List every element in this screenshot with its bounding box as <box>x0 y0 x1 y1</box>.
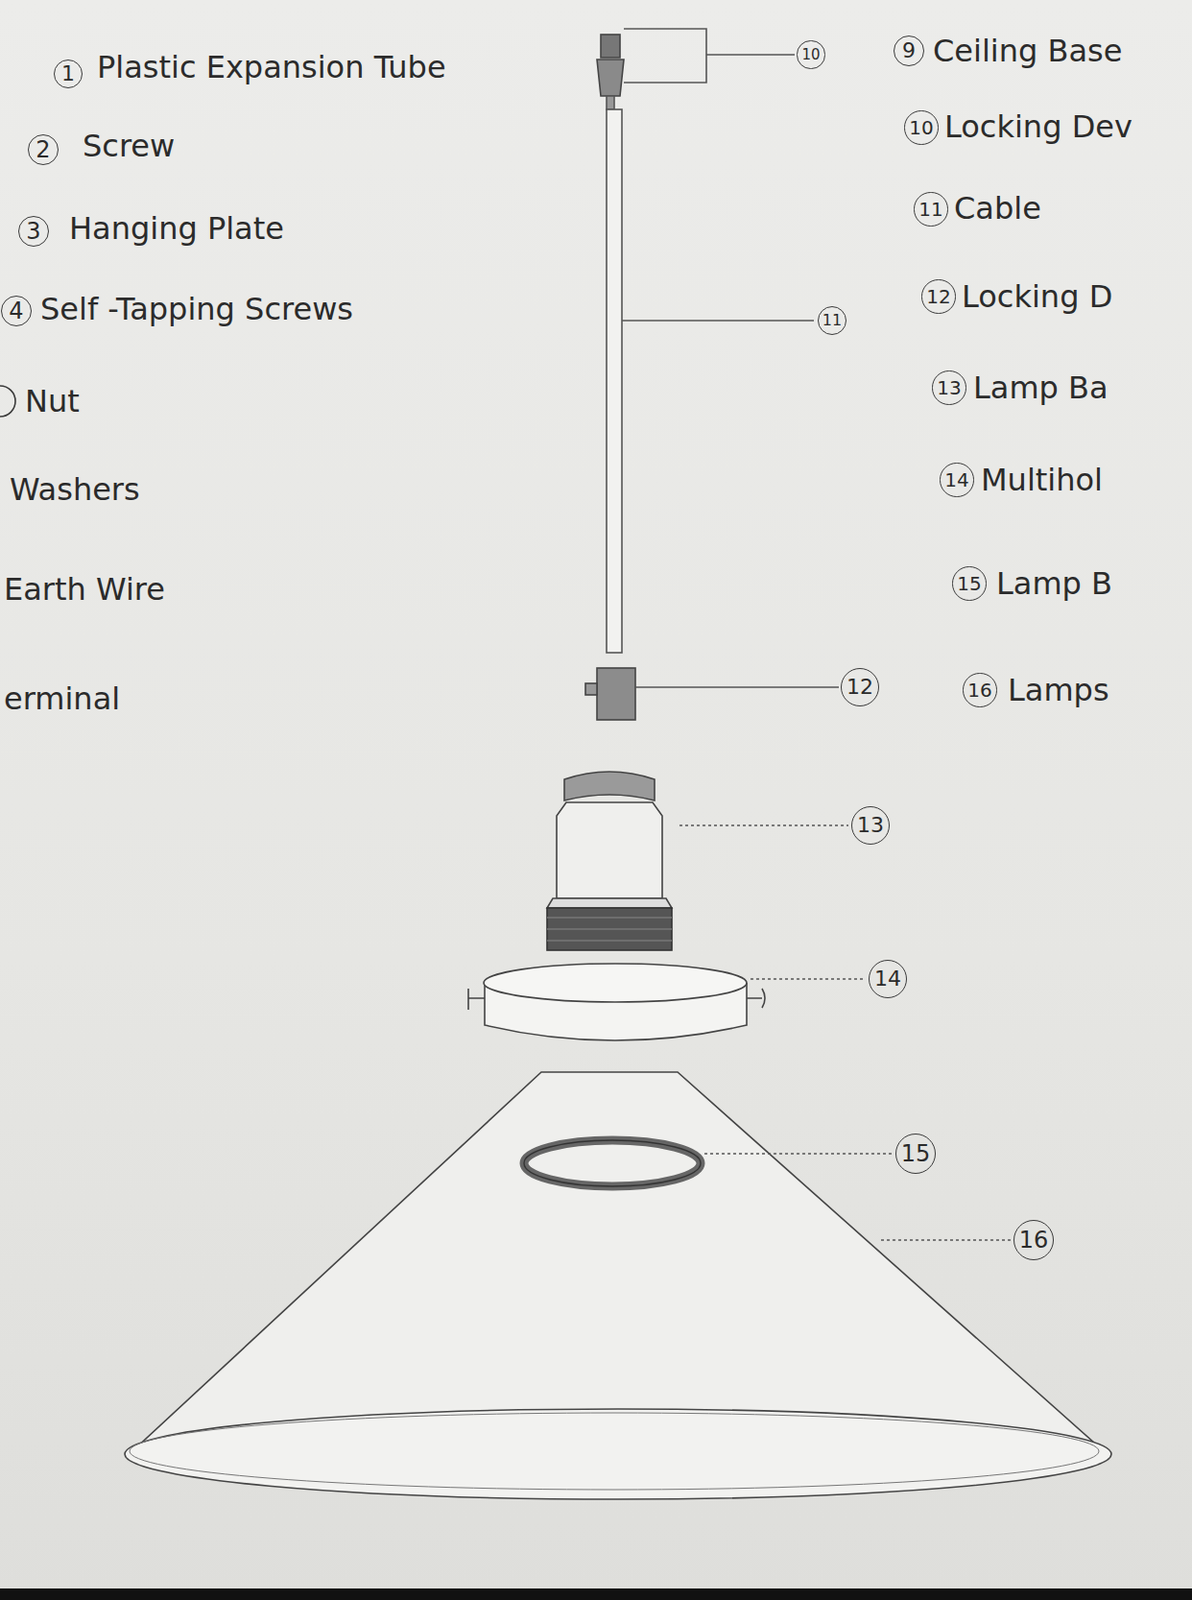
part-name: Nut <box>24 385 80 417</box>
callout-number: 14 <box>874 968 902 990</box>
callout-circle: 11 <box>817 306 847 335</box>
part-name: Plastic Expansion Tube <box>96 51 447 83</box>
callout-circle: 12 <box>921 279 955 313</box>
part-name: erminal <box>3 683 120 715</box>
part-name: Lamp B <box>996 568 1113 599</box>
callout-number: 2 <box>35 138 50 162</box>
callout-number: 14 <box>944 470 969 490</box>
callout-number: 16 <box>967 680 992 700</box>
callout-number: 12 <box>926 286 951 307</box>
callout-circle: 10 <box>796 40 825 69</box>
callout-number: 13 <box>936 378 961 398</box>
callout-number: 3 <box>25 219 41 243</box>
part-name: Locking D <box>961 281 1113 312</box>
callout-circle: 4 <box>0 295 32 327</box>
callout-number: 16 <box>1019 1228 1049 1252</box>
part-name: Locking Dev <box>944 111 1133 143</box>
callout-circle: 13 <box>851 806 890 845</box>
part-name: Washers <box>9 474 141 505</box>
callout-circle: 13 <box>931 370 966 405</box>
callout-circle: 15 <box>952 566 986 600</box>
callout-number: 15 <box>956 573 981 594</box>
callout-circle: 14 <box>868 959 907 999</box>
callout-number: 4 <box>8 299 24 323</box>
part-name: Self -Tapping Screws <box>40 293 354 325</box>
callout-circle: 3 <box>18 215 49 247</box>
part-name: Lamps <box>1007 674 1110 706</box>
part-name: Screw <box>82 130 175 162</box>
callout-number: 12 <box>846 676 874 698</box>
callout-circle: 11 <box>913 191 948 226</box>
part-name: Multihol <box>980 464 1103 496</box>
callout-number: 13 <box>857 814 884 836</box>
part-name: Cable <box>953 192 1042 224</box>
callout-number: 10 <box>908 118 933 138</box>
part-name: Lamp Ba <box>973 372 1109 404</box>
callout-number: 11 <box>822 312 842 329</box>
part-name: Hanging Plate <box>69 213 285 244</box>
part-name: Ceiling Base <box>932 35 1122 67</box>
callout-number: 15 <box>901 1142 931 1166</box>
callout-circle: 2 <box>27 134 59 166</box>
callout-number: 10 <box>801 47 820 63</box>
callout-circle: 16 <box>962 672 997 707</box>
callout-circle: 10 <box>904 110 938 144</box>
callout-number: 9 <box>902 40 916 62</box>
callout-number: 11 <box>918 199 943 219</box>
callout-circle: 9 <box>893 35 925 67</box>
callout-circle: 14 <box>939 462 974 497</box>
callout-circle: 12 <box>840 667 880 707</box>
part-name: Earth Wire <box>3 573 166 605</box>
callout-circle: 16 <box>1013 1219 1054 1261</box>
callout-number: 1 <box>61 63 75 85</box>
callout-circle: 15 <box>895 1133 936 1174</box>
callout-circle: 1 <box>53 59 83 89</box>
